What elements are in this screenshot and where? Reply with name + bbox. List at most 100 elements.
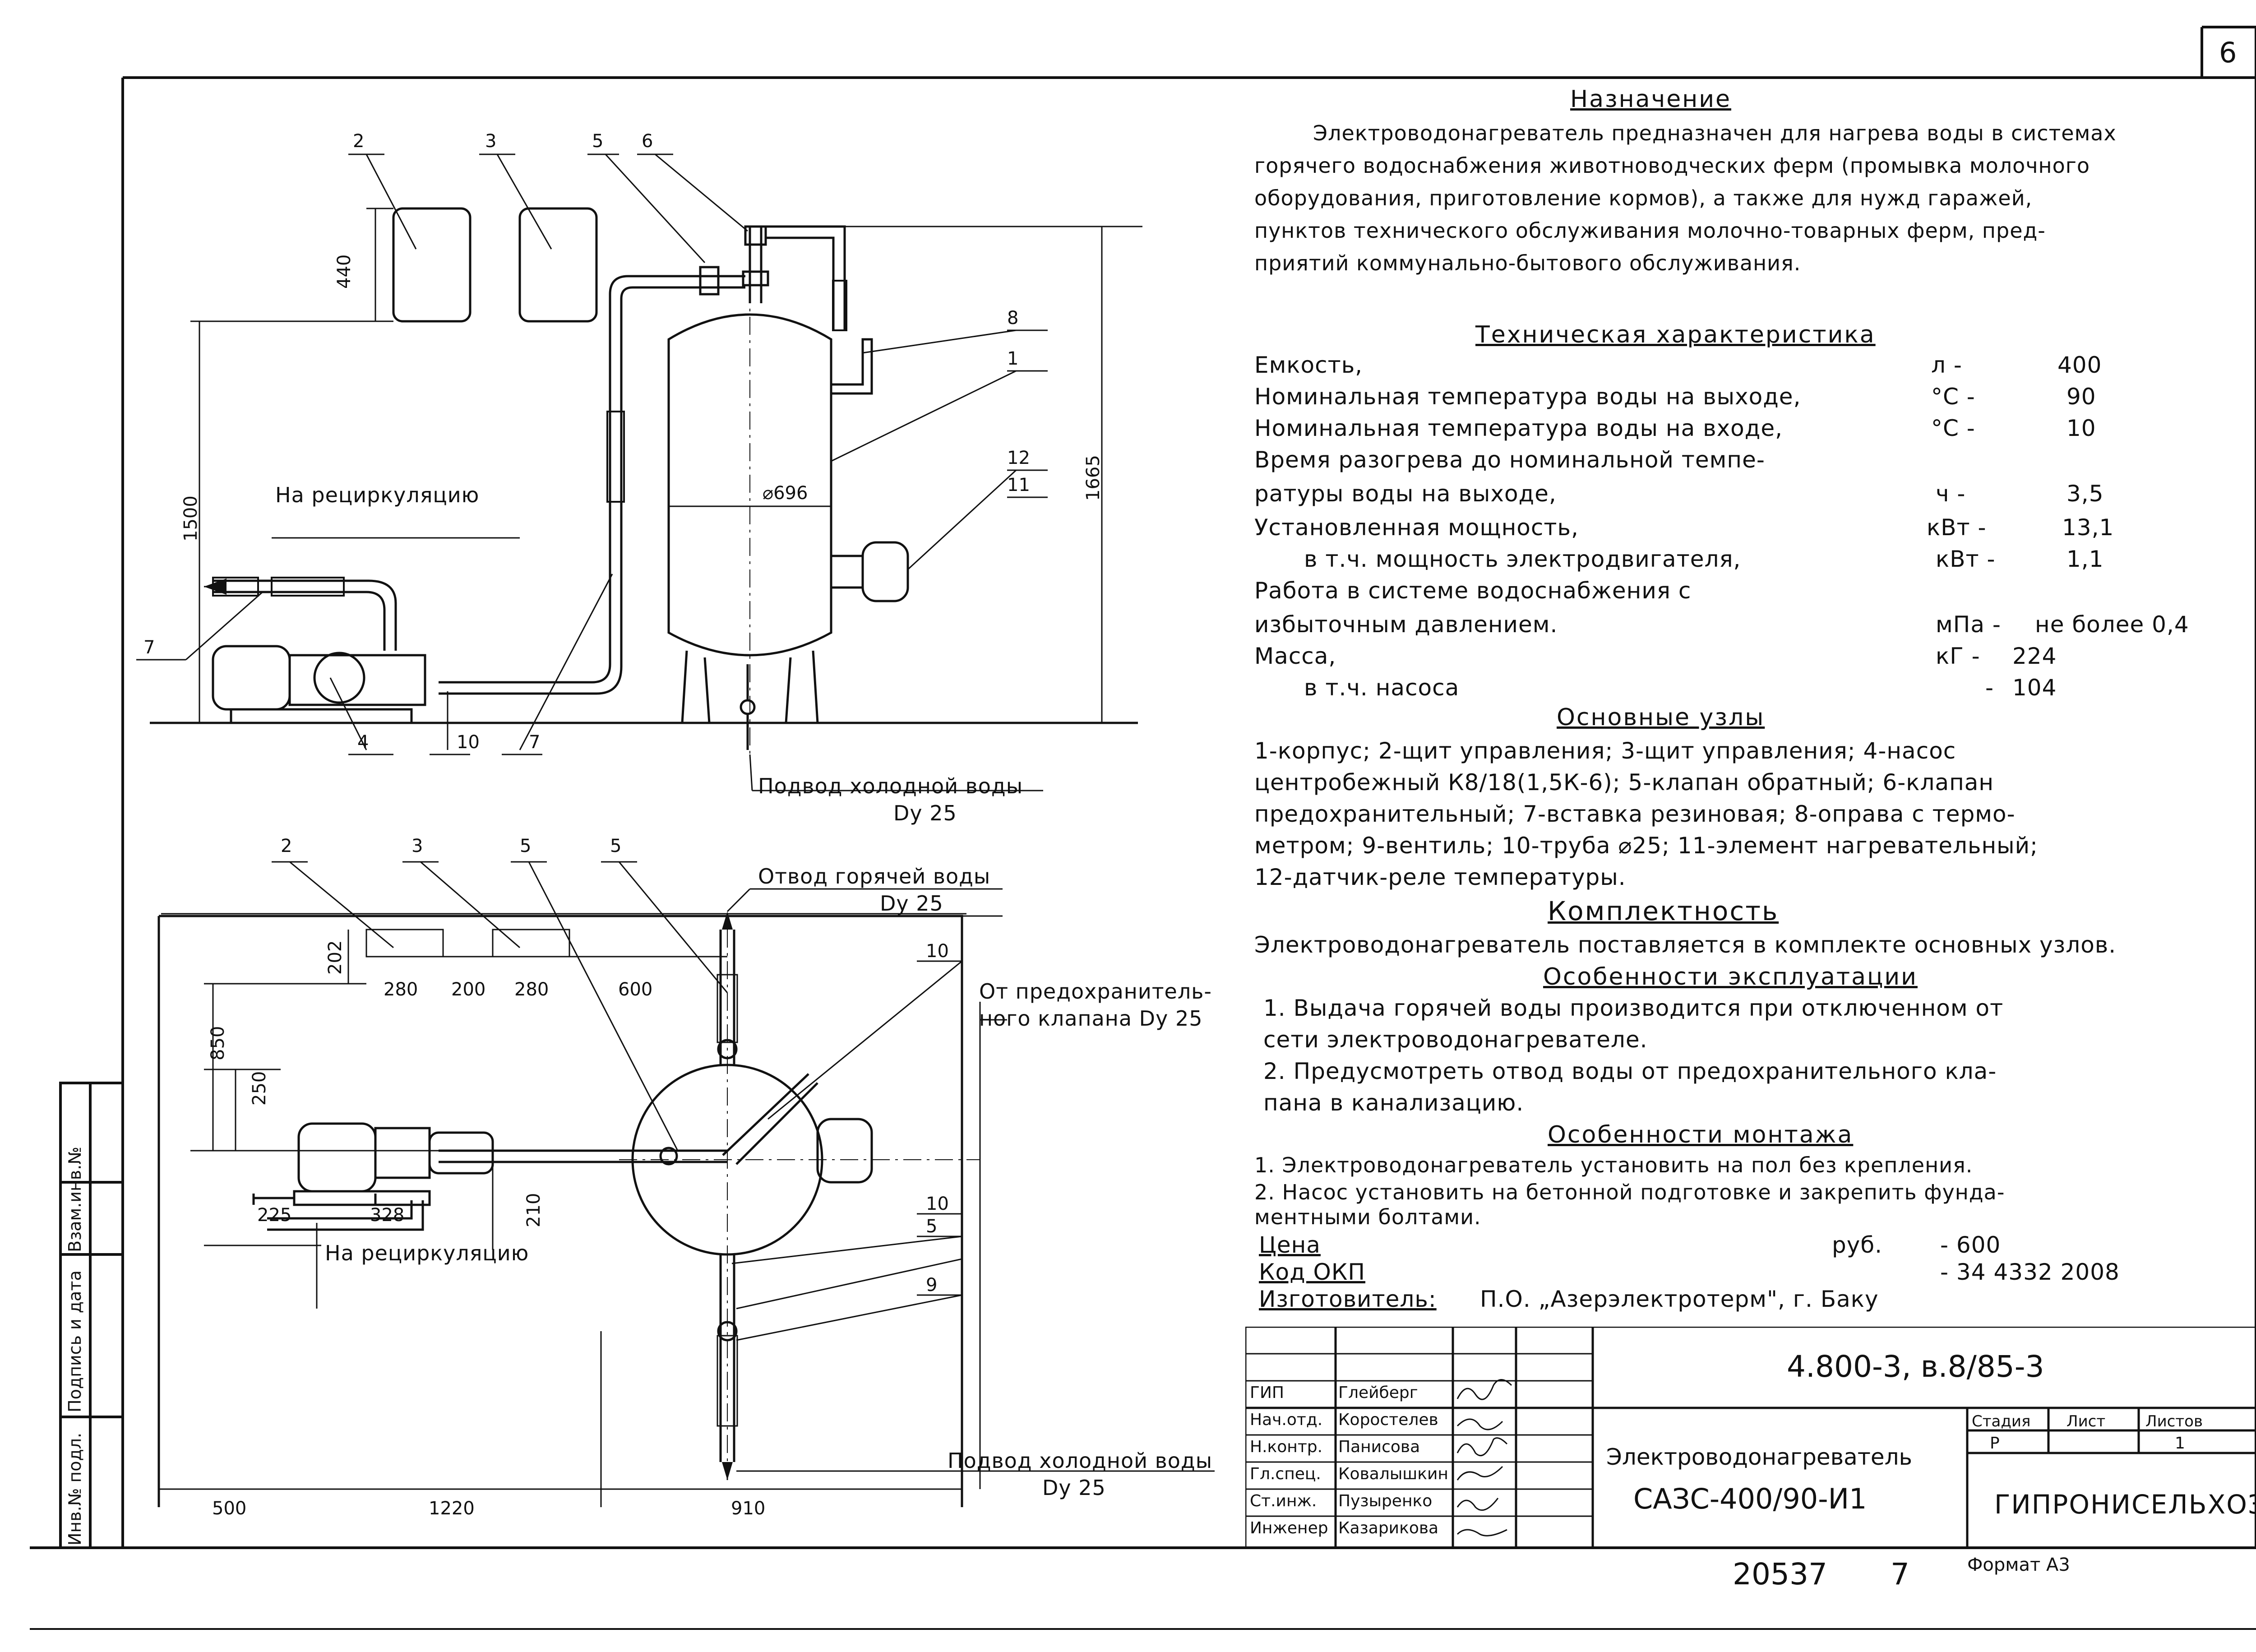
fv-dim-440: 440 (334, 254, 355, 289)
spec-row: Емкость, л - 400 (1254, 352, 2202, 384)
price-label: Цена (1259, 1232, 1321, 1258)
fv-cold-in-size: Dу 25 (893, 801, 957, 825)
price-unit: руб. (1832, 1232, 1883, 1258)
pv-dim-225: 225 (257, 1205, 292, 1226)
tb-sheet-hdr: Лист (2066, 1412, 2106, 1430)
heating-element (861, 541, 909, 602)
tb-sheets-hdr: Листов (2145, 1412, 2203, 1430)
pv-dim-600: 600 (618, 979, 653, 1000)
spec-row: Установленная мощность,кВт -13,1 (1254, 514, 2202, 546)
pv-dim-280b: 280 (514, 979, 549, 1000)
operation-line-4: пана в канализацию. (1263, 1090, 1524, 1116)
spec-row: Время разогрева до номинальной темпе- (1254, 447, 2202, 478)
mounting-line-1: 1. Электроводонагреватель установить на … (1254, 1153, 1973, 1177)
control-panel-2 (392, 207, 472, 323)
tb-role-1: Нач.отд. (1250, 1411, 1323, 1429)
okp-value: - 34 4332 2008 (1940, 1259, 2120, 1285)
pv-cold-in-size: Dу 25 (1042, 1476, 1106, 1500)
fv-dim-diameter: ⌀696 (763, 483, 808, 504)
spec-label: Емкость, (1254, 352, 1363, 378)
fv-callout-6: 6 (642, 131, 653, 152)
tb-role-3: Гл.спец. (1250, 1465, 1321, 1483)
specs-title: Техническая характеристика (1475, 321, 1876, 348)
tb-role-4: Ст.инж. (1250, 1492, 1317, 1510)
operation-line-1: 1. Выдача горячей воды производится при … (1263, 995, 2004, 1021)
pv-dim-280a: 280 (384, 979, 418, 1000)
pump-motor (212, 645, 291, 711)
spec-unit: кВт - (1927, 514, 1987, 541)
pv-callout-3: 3 (411, 836, 423, 856)
fv-callout-8: 8 (1007, 308, 1019, 329)
operation-line-2: сети электроводонагревателе. (1263, 1027, 1648, 1053)
okp-label: Код ОКП (1259, 1259, 1366, 1285)
fv-dim-1665: 1665 (1083, 455, 1104, 501)
mounting-line-2: 2. Насос установить на бетонной подготов… (1254, 1180, 2005, 1204)
spec-row: Масса,кГ -224 (1254, 643, 2202, 675)
fv-callout-1: 1 (1007, 348, 1019, 369)
purpose-line-2: горячего водоснабжения животноводческих … (1254, 153, 2090, 178)
tb-role-5: Инженер (1250, 1519, 1328, 1537)
pv-safety-label-2: ного клапана Dу 25 (979, 1006, 1203, 1031)
pump-motor-plan (297, 1122, 377, 1193)
spec-value: 400 (2057, 352, 2102, 378)
tb-name-line-1: Электроводонагреватель (1606, 1444, 1913, 1470)
pv-dim-210: 210 (523, 1193, 544, 1227)
pv-dim-200: 200 (451, 979, 486, 1000)
spec-unit: ч - (1936, 481, 1966, 507)
spec-unit: °С - (1931, 415, 1975, 441)
components-title: Основные узлы (1557, 704, 1765, 731)
tb-document-code: 4.800-3, в.8/85-3 (1787, 1349, 2044, 1384)
tb-stage-hdr: Стадия (1972, 1412, 2031, 1430)
tb-name-4: Пузыренко (1338, 1492, 1433, 1510)
spec-unit: кВт - (1936, 546, 1996, 572)
spec-row: в т.ч. насоса-104 (1254, 675, 2202, 706)
spec-value: 90 (2066, 384, 2096, 410)
pv-callout-2: 2 (281, 836, 292, 856)
fv-callout-7-right: 7 (529, 732, 541, 753)
pv-callout-9: 9 (926, 1275, 938, 1296)
pv-dim-328: 328 (370, 1205, 405, 1226)
spec-label: Номинальная температура воды на выходе, (1254, 384, 1801, 410)
tb-name-0: Глейберг (1338, 1384, 1418, 1402)
spec-label: Время разогрева до номинальной темпе- (1254, 447, 1765, 473)
completeness-title: Комплектность (1548, 896, 1779, 926)
fv-dim-1500: 1500 (180, 495, 201, 541)
sheet-bottom-note-right: 7 (1891, 1557, 1909, 1592)
tb-name-3: Ковалышкин (1338, 1465, 1448, 1483)
spec-value: 224 (2012, 643, 2057, 669)
components-line-2: центробежный К8/18(1,5К-6); 5-клапан обр… (1254, 769, 1994, 796)
pv-safety-label-1: От предохранитель- (979, 979, 1212, 1004)
check-valve-5 (699, 266, 720, 296)
tb-name-2: Панисова (1338, 1438, 1420, 1456)
tb-name-line-2: САЗС-400/90-И1 (1633, 1482, 1867, 1515)
pv-hot-out-label: Отвод горячей воды (758, 864, 991, 888)
spec-value: 10 (2066, 415, 2096, 441)
spec-row: избыточным давлением.мПа -не более 0,4 (1254, 611, 2202, 643)
pv-hot-out-size: Dу 25 (880, 891, 943, 916)
pv-callout-5c: 5 (926, 1216, 938, 1237)
fv-callout-5: 5 (592, 131, 604, 152)
front-view-drawing (136, 153, 1142, 791)
purpose-line-1: Электроводонагреватель предназначен для … (1313, 121, 2117, 145)
purpose-line-5: приятий коммунально-бытового обслуживани… (1254, 251, 1801, 275)
fv-callout-2: 2 (353, 131, 365, 152)
pv-dim-850: 850 (208, 1026, 228, 1060)
fv-callout-3: 3 (485, 131, 497, 152)
components-line-3: предохранительный; 7-вставка резиновая; … (1254, 801, 2016, 827)
tb-sheets-value: 1 (2175, 1434, 2185, 1453)
tb-stage-value: Р (1990, 1434, 2000, 1453)
spec-label: ратуры воды на выходе, (1254, 481, 1557, 507)
pv-dim-1220: 1220 (429, 1498, 475, 1519)
sheet-format: Формат А3 (1967, 1555, 2070, 1575)
pv-dim-250: 250 (249, 1071, 270, 1106)
spec-unit: - (1985, 675, 1994, 701)
heating-element-plan (816, 1118, 873, 1184)
spec-row: Номинальная температура воды на выходе,°… (1254, 384, 2202, 415)
spec-label: Работа в системе водоснабжения с (1254, 578, 1692, 604)
maker-value: П.О. „Азерэлектротерм", г. Баку (1480, 1286, 1879, 1312)
plan-view-drawing (157, 861, 1215, 1507)
operation-line-3: 2. Предусмотреть отвод воды от предохран… (1263, 1058, 1997, 1084)
components-line-1: 1-корпус; 2-щит управления; 3-щит управл… (1254, 738, 1956, 764)
spec-unit: л - (1931, 352, 1962, 378)
